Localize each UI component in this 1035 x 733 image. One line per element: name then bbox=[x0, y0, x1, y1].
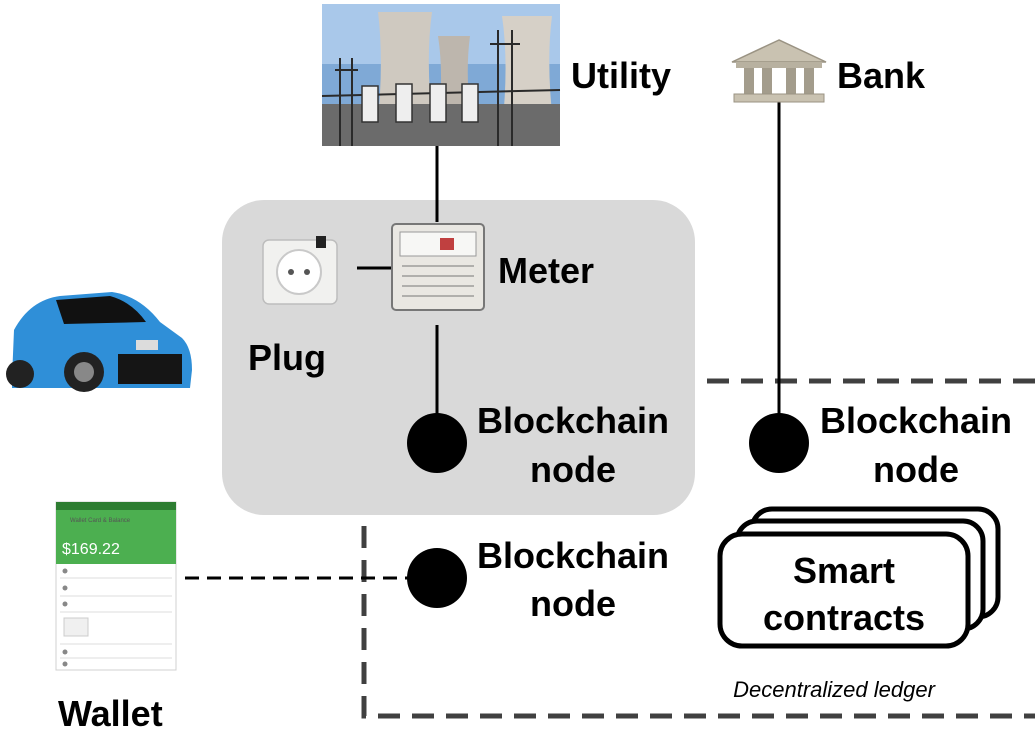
bank-label: Bank bbox=[837, 55, 926, 96]
blockchain-node-dot-wallet bbox=[407, 548, 467, 608]
plug-label: Plug bbox=[248, 337, 326, 378]
wallet-phone-image: Wallet Card & Balance $169.22 bbox=[55, 501, 177, 671]
wallet-label: Wallet bbox=[58, 693, 163, 733]
decentralized-ledger-boundary bbox=[361, 378, 1035, 719]
meter-icon bbox=[391, 223, 485, 311]
blockchain-node-dot-meter bbox=[407, 413, 467, 473]
blockchain-node-label-2-line1: Blockchain bbox=[820, 400, 1012, 441]
smart-contracts-label-line1: Smart bbox=[793, 550, 895, 591]
blockchain-node-label-2-line2: node bbox=[873, 449, 959, 490]
wallet-app-header: Wallet Card & Balance bbox=[70, 518, 131, 524]
smart-contracts-stack bbox=[717, 506, 1001, 649]
meter-label: Meter bbox=[498, 250, 594, 291]
plug-socket-icon bbox=[262, 236, 338, 305]
decentralized-ledger-label: Decentralized ledger bbox=[733, 677, 936, 702]
blockchain-node-dot-bank bbox=[749, 413, 809, 473]
blockchain-node-label-3-line1: Blockchain bbox=[477, 535, 669, 576]
blockchain-node-label-1-line1: Blockchain bbox=[477, 400, 669, 441]
bank-icon bbox=[731, 39, 827, 103]
blockchain-node-label-3-line2: node bbox=[530, 583, 616, 624]
utility-label: Utility bbox=[571, 55, 671, 96]
smart-contracts-label-line2: contracts bbox=[763, 597, 925, 638]
power-plant-image bbox=[321, 4, 561, 146]
blockchain-node-label-1-line2: node bbox=[530, 449, 616, 490]
electric-car-image bbox=[6, 292, 192, 392]
plug-meter-box bbox=[222, 200, 695, 515]
wallet-balance: $169.22 bbox=[62, 541, 120, 558]
